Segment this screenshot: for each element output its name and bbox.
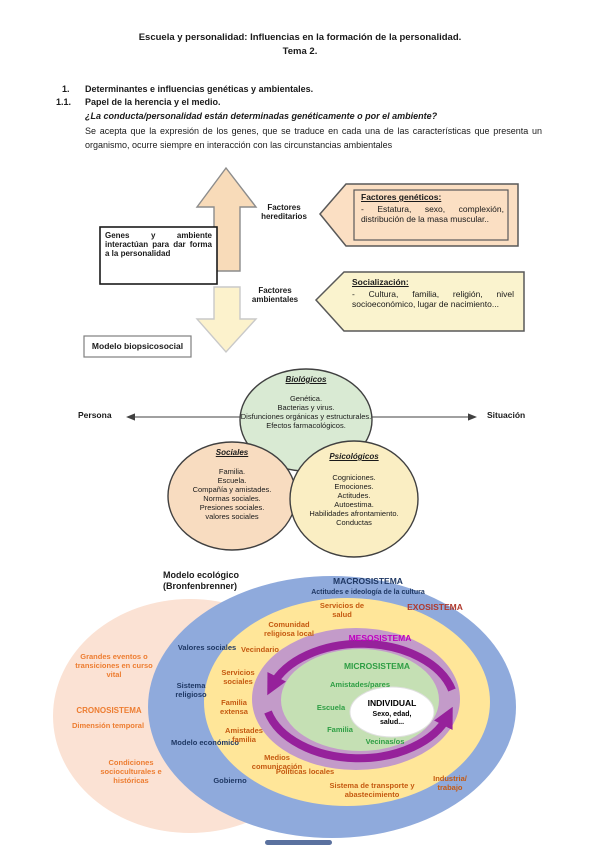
genetic-callout-shape: [319, 183, 519, 247]
social-item: Familia.: [218, 467, 246, 476]
situacion-label: Situación: [487, 410, 526, 420]
social-item: Presiones sociales.: [199, 503, 265, 512]
hereditary-factors-label: Factores hereditarios: [261, 203, 307, 222]
servicios-salud-label: Servicios de salud: [319, 601, 365, 619]
psych-list: Cogniciones. Emociones. Actitudes. Autoe…: [294, 473, 414, 527]
familia-label: Familia: [327, 725, 353, 734]
social-item: Escuela.: [217, 476, 247, 485]
medios-comunicacion-label: Medios comunicación: [251, 753, 303, 771]
modelo-economico-label: Modelo económico: [171, 738, 239, 747]
valores-sociales-label: Valores sociales: [177, 643, 237, 652]
social-item: Normas sociales.: [203, 494, 261, 503]
genetic-factors-title: Factores genéticos:: [361, 192, 442, 202]
bio-list: Genética. Bacterias y virus. Disfuncione…: [236, 394, 376, 430]
social-title: Sociales: [215, 448, 249, 457]
biopsychosocial-label: Modelo biopsicosocial: [91, 341, 184, 351]
page-subtitle: Tema 2.: [282, 46, 318, 57]
psych-item: Actitudes.: [337, 491, 371, 500]
comunidad-label: Comunidad religiosa local: [263, 620, 315, 638]
bio-item: Efectos farmacológicos.: [266, 421, 346, 430]
macrosystem-label: MACROSISTEMA: [333, 576, 403, 586]
gobierno-label: Gobierno: [213, 776, 247, 785]
section-1-1-number: 1.1.: [56, 97, 72, 107]
macrosystem-subtitle: Actitudes e ideología de la cultura: [311, 589, 425, 596]
individual-ellipse: [349, 686, 435, 738]
psych-item: Emociones.: [334, 482, 374, 491]
axis-left-arrowhead: [126, 413, 135, 421]
socialization-title: Socialización:: [352, 277, 409, 287]
bio-item: Disfunciones orgánicas y estructurales.: [240, 412, 372, 421]
psych-title: Psicológicos: [329, 452, 379, 461]
transporte-label: Sistema de transporte y abastecimiento: [329, 781, 415, 799]
vecinas-label: Vecinas/os: [365, 737, 405, 746]
sistema-religioso-label: Sistema religioso: [175, 681, 207, 699]
bio-item: Bacterias y virus.: [277, 403, 335, 412]
cronosistema-label: CRONOSISTEMA: [76, 706, 142, 715]
amistades-pares-label: Amistades/pares: [329, 680, 391, 689]
crono-top-label: Grandes eventos o transiciones en curso …: [75, 652, 153, 679]
section-1-heading: Determinantes e influencias genéticas y …: [85, 84, 314, 94]
bio-item: Genética.: [289, 394, 323, 403]
social-item: valores sociales: [205, 512, 259, 521]
social-item: Compañía y amistades.: [192, 485, 272, 494]
environmental-factors-label: Factores ambientales: [251, 286, 299, 305]
psych-item: Autoestima.: [334, 500, 374, 509]
individual-label: INDIVIDUAL: [367, 698, 417, 708]
section-1-1-heading: Papel de la herencia y el medio.: [85, 97, 221, 107]
psych-circle: [289, 440, 419, 558]
up-arrow-shape: [195, 166, 258, 272]
crono-bottom-label: Condiciones socioculturales e históricas: [100, 758, 162, 785]
ecological-model-title: Modelo ecológico (Bronfenbrenner): [163, 570, 240, 591]
meso-arrow-bottom: [264, 706, 453, 763]
exosistema-label: EXOSISTEMA: [407, 602, 463, 612]
bottom-bar: [265, 840, 332, 845]
crono-subtitle-label: Dimensión temporal: [71, 721, 145, 730]
psych-item: Cogniciones.: [332, 473, 376, 482]
amistades-familia-label: Amistades familia: [225, 726, 263, 744]
genetic-factors-body: - Estatura, sexo, complexión, distribuci…: [361, 204, 504, 224]
industria-trabajo-label: Industria/ trabajo: [433, 774, 467, 792]
genes-box-shape: [99, 226, 218, 285]
down-arrow-shape: [195, 286, 258, 354]
politicas-locales-label: Políticas locales: [275, 767, 335, 776]
escuela-label: Escuela: [316, 703, 346, 712]
persona-label: Persona: [78, 410, 112, 420]
meso-arrow-top: [267, 639, 456, 696]
genes-environment-text: Genes y ambiente interactúan para dar fo…: [105, 231, 212, 259]
socialization-body: - Cultura, familia, religión, nivel soci…: [352, 289, 514, 309]
vecindario-label: Vecindario: [241, 645, 279, 654]
psych-item: Habilidades afrontamiento.: [309, 509, 399, 518]
biopsychosocial-box-shape: [83, 335, 192, 358]
individual-subtitle: Sexo, edad, salud...: [372, 711, 412, 727]
page-title: Escuela y personalidad: Influencias en l…: [138, 32, 462, 43]
axis-right-arrowhead: [468, 413, 477, 421]
question-line: ¿La conducta/personalidad están determin…: [85, 111, 438, 121]
servicios-sociales-label: Servicios sociales: [221, 668, 255, 686]
body-paragraph: Se acepta que la expresión de los genes,…: [85, 126, 542, 150]
section-1-number: 1.: [62, 84, 70, 94]
microsistema-label: MICROSISTEMA: [343, 661, 411, 671]
psych-item: Conductas: [336, 518, 372, 527]
mesosistema-label: MESOSISTEMA: [348, 633, 412, 643]
familia-extensa-label: Familia extensa: [220, 698, 248, 716]
genetic-inner-box: [353, 189, 509, 241]
socialization-callout-shape: [314, 271, 525, 332]
social-list: Familia. Escuela. Compañía y amistades. …: [162, 467, 302, 521]
bio-title: Biológicos: [285, 375, 327, 384]
